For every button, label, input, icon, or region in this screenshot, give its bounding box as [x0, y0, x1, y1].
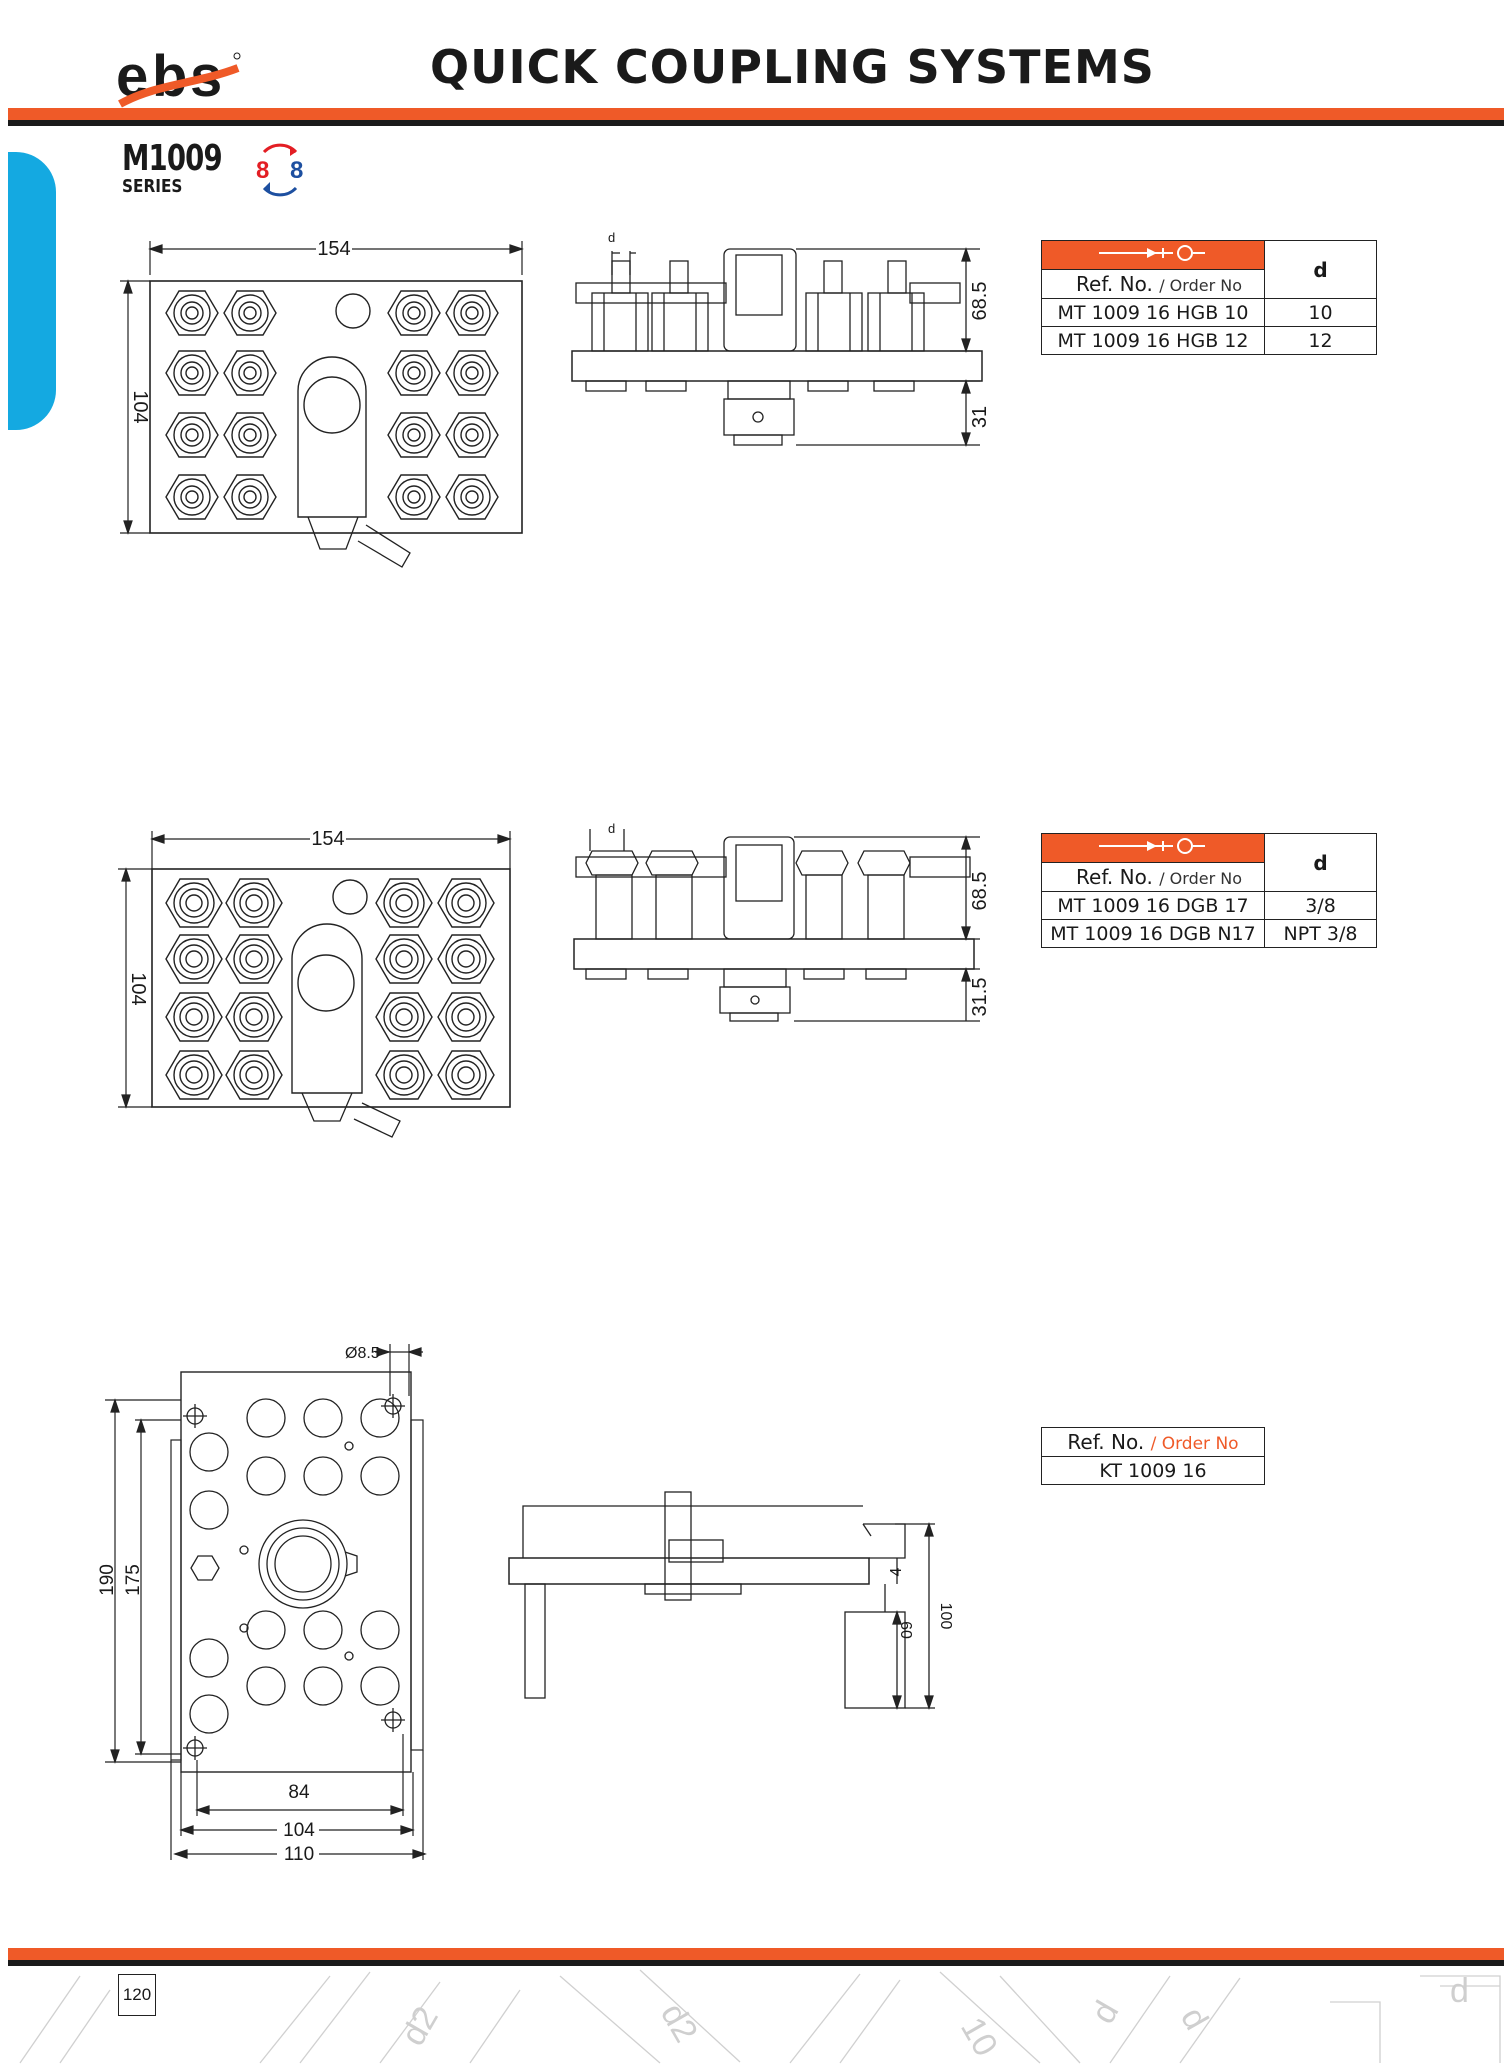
side-tab — [8, 152, 56, 430]
series-label: SERIES — [122, 176, 183, 197]
icon-right-digit: 8 — [290, 157, 303, 184]
product-2-top-view: 154 104 — [110, 825, 530, 1145]
svg-text:b: b — [152, 44, 186, 109]
p3-ref-header: Ref. No. / Order No — [1041, 1427, 1265, 1457]
p1-side-bottom-dim: 31 — [969, 406, 991, 428]
p3-4-dim: 4 — [888, 1567, 905, 1576]
p3-190-dim: 190 — [97, 1564, 118, 1596]
p3-60-dim: 60 — [897, 1621, 914, 1639]
table-row-d: 3/8 — [1264, 891, 1377, 920]
p2-side-height-dim: 68.5 — [969, 872, 991, 911]
p1-ref-table: d Ref. No. / Order No MT 1009 16 HGB 10 … — [1041, 240, 1377, 355]
header-orange-stripe — [8, 108, 1504, 120]
p3-order-label: / Order No — [1150, 1434, 1239, 1454]
footer-pattern-text: d — [1173, 2001, 1215, 2036]
product-1-side-view: d 68.5 31 — [560, 225, 991, 465]
p1-ref-label: Ref. No. — [1076, 272, 1153, 296]
header-black-stripe — [8, 120, 1504, 126]
footer-pattern-text: d — [1450, 1972, 1469, 2010]
p2-ref-table: d Ref. No. / Order No MT 1009 16 DGB 17 … — [1041, 833, 1377, 948]
p2-order-label: / Order No — [1159, 869, 1242, 888]
table-row-d: NPT 3/8 — [1264, 919, 1377, 948]
footer-orange-stripe — [8, 1948, 1504, 1960]
p3-100-dim: 100 — [937, 1603, 954, 1630]
p1-ref-header: Ref. No. / Order No — [1041, 269, 1265, 299]
series-code: M1009 — [122, 138, 223, 179]
product-3-front-view: Ø8.5 190 175 84 104 110 — [97, 1340, 445, 1865]
p2-ref-label: Ref. No. — [1076, 865, 1153, 889]
p1-width-dim: 154 — [317, 238, 350, 260]
p3-104-dim: 104 — [283, 1820, 315, 1841]
footer-technical-pattern: d2 d2 10 d d d — [0, 1966, 1512, 2064]
p2-ref-header: Ref. No. / Order No — [1041, 862, 1265, 892]
icon-left-digit: 8 — [256, 157, 269, 184]
p1-d-header: d — [1264, 240, 1377, 299]
footer-black-stripe — [8, 1960, 1504, 1966]
product-3-side-view: 4 100 60 — [505, 1480, 954, 1720]
footer-pattern-text: 10 — [953, 2011, 1005, 2063]
table-row-ref: MT 1009 16 DGB N17 — [1041, 919, 1265, 948]
p1-side-height-dim: 68.5 — [969, 282, 991, 321]
page-title: QUICK COUPLING SYSTEMS — [430, 40, 1155, 94]
p2-d-label: d — [608, 821, 615, 836]
page-number: 120 — [118, 1974, 156, 2016]
footer-pattern-text: d — [1084, 1995, 1126, 2030]
coupling-count-icon: 8 8 — [250, 140, 310, 200]
p2-width-dim: 154 — [311, 828, 344, 850]
table-row-d: 12 — [1264, 326, 1377, 355]
p3-hole-dim: Ø8.5 — [345, 1345, 380, 1362]
product-1-top-view: 154 104 — [110, 235, 530, 575]
ebs-logo: e b s — [116, 44, 246, 110]
p3-ref-label: Ref. No. — [1067, 1430, 1145, 1454]
footer-pattern-text: d2 — [394, 2000, 446, 2052]
coupling-symbol-icon — [1099, 838, 1205, 854]
p3-175-dim: 175 — [123, 1564, 144, 1596]
coupling-symbol-icon — [1099, 245, 1205, 261]
product-2-side-view: d 68.5 31.5 — [560, 815, 991, 1040]
table-row-ref: MT 1009 16 HGB 10 — [1041, 298, 1265, 327]
table-row-ref: KT 1009 16 — [1041, 1456, 1265, 1485]
coupling-symbol-cell — [1041, 833, 1265, 863]
footer-pattern-text: d2 — [653, 1997, 705, 2049]
p3-ref-table: Ref. No. / Order No KT 1009 16 — [1041, 1427, 1265, 1485]
p1-height-dim: 104 — [129, 390, 151, 423]
table-row-ref: MT 1009 16 HGB 12 — [1041, 326, 1265, 355]
coupling-symbol-cell — [1041, 240, 1265, 270]
p2-d-header: d — [1264, 833, 1377, 892]
p2-height-dim: 104 — [127, 972, 149, 1005]
p1-d-label: d — [608, 230, 615, 245]
p3-110-dim: 110 — [284, 1844, 314, 1865]
p2-side-bottom-dim: 31.5 — [969, 978, 991, 1017]
p1-order-label: / Order No — [1159, 276, 1242, 295]
p3-84-dim: 84 — [288, 1782, 310, 1803]
table-row-ref: MT 1009 16 DGB 17 — [1041, 891, 1265, 920]
table-row-d: 10 — [1264, 298, 1377, 327]
